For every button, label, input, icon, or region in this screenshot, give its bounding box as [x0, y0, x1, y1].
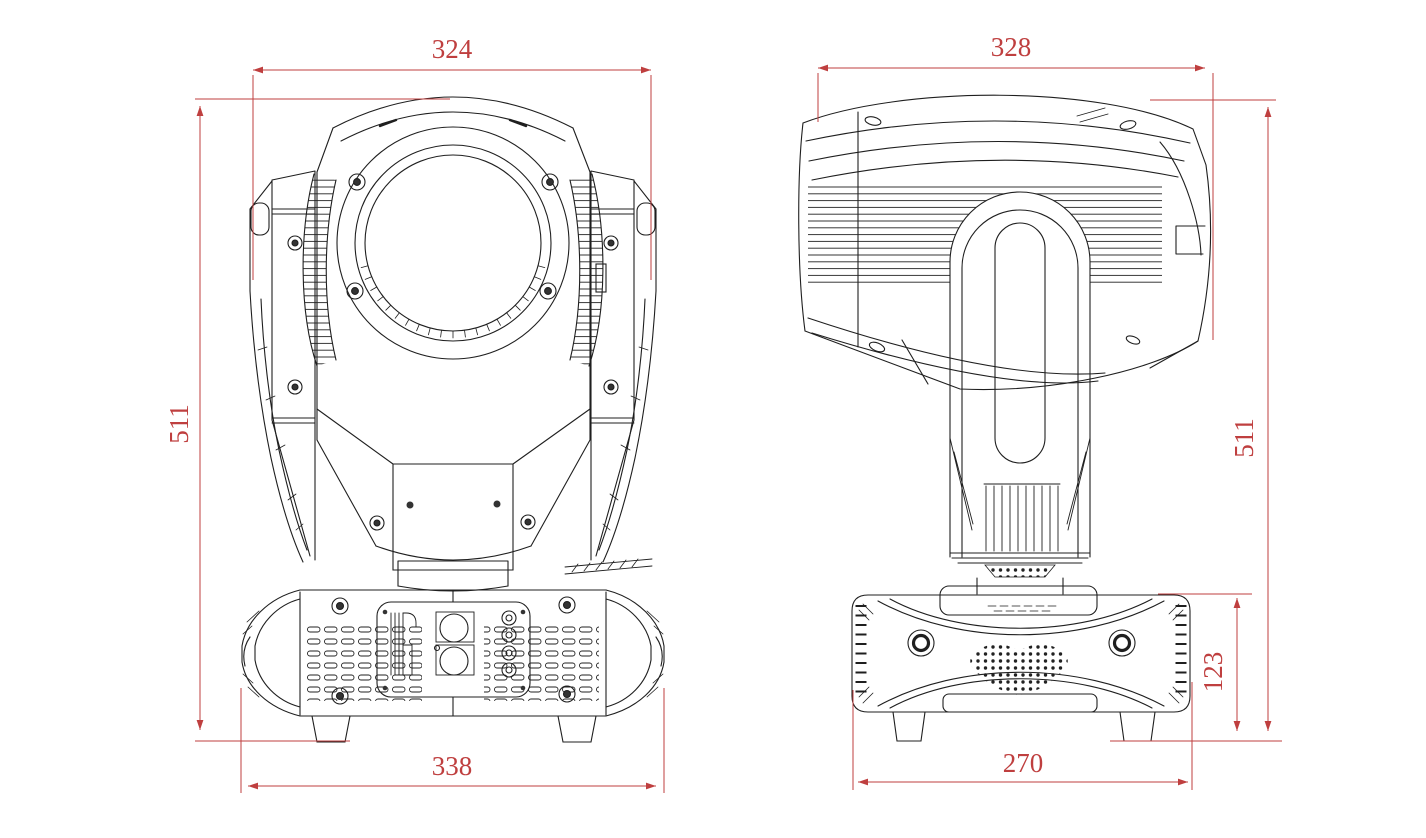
- side-honeycomb-vent: [970, 644, 1068, 695]
- front-vent-grille-left: [307, 623, 422, 701]
- menu-buttons: [501, 610, 517, 678]
- dimension-lines: [195, 64, 1282, 793]
- side-arm-vent-fins: [985, 485, 1059, 552]
- dimension-labels: 324 328 511 511 123 338 270: [164, 32, 1259, 781]
- dim-side-height-value: 511: [1229, 418, 1259, 458]
- front-head: [302, 96, 604, 561]
- side-foot-left: [892, 711, 926, 742]
- dmx-connector-icon: [439, 646, 469, 676]
- dim-side-head-width-value: 328: [991, 32, 1032, 62]
- dim-side-base-height-value: 123: [1198, 652, 1228, 693]
- front-yoke-arm-right: [590, 170, 657, 563]
- side-yoke-arm: [949, 191, 1091, 595]
- dim-side-head-width: [817, 64, 1214, 340]
- front-view: [241, 96, 665, 743]
- dim-side-base-width: [852, 682, 1193, 790]
- dim-front-head-width-value: 324: [432, 34, 473, 64]
- front-vent-grille-right: [484, 623, 599, 701]
- pan-bearing-icon: [1108, 629, 1136, 657]
- dim-front-height: [195, 98, 450, 742]
- dim-side-base-height: [1158, 593, 1252, 731]
- front-connector-panel: [376, 601, 531, 698]
- side-heatsink-fins: [808, 184, 1162, 288]
- side-base: [851, 585, 1191, 742]
- front-foot-right: [557, 715, 597, 743]
- front-yoke-arm-left: [249, 170, 316, 563]
- side-foot-right: [1119, 711, 1156, 742]
- dim-front-base-width-value: 338: [432, 751, 473, 781]
- side-view: [798, 94, 1212, 742]
- front-head-lower-face: [316, 408, 653, 592]
- dim-front-height-value: 511: [164, 404, 194, 444]
- dim-front-head-width: [252, 66, 652, 280]
- dim-side-base-width-value: 270: [1003, 748, 1044, 778]
- front-lens: [336, 126, 570, 360]
- dim-front-base-width: [240, 688, 665, 793]
- front-foot-left: [311, 715, 351, 743]
- bezel-screw-icon: [346, 173, 559, 300]
- pan-bearing-icon: [907, 629, 935, 657]
- front-base: [241, 589, 665, 743]
- dim-side-height: [1110, 99, 1282, 742]
- power-connector-icon: [439, 613, 469, 643]
- side-head: [798, 94, 1212, 391]
